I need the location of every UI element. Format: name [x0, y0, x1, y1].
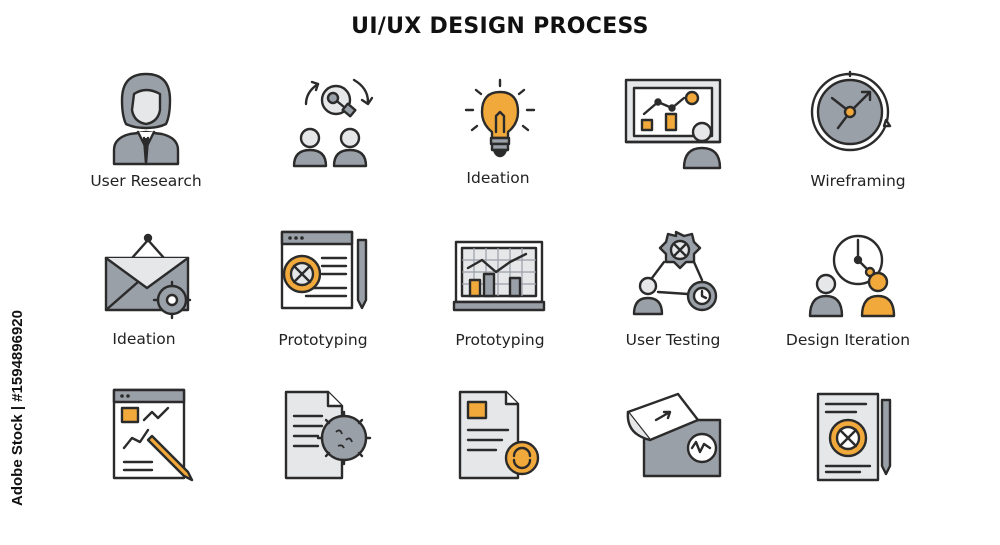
document-cancel-icon — [280, 230, 368, 310]
document-pen-icon — [816, 392, 892, 482]
wireframing-label: Wireframing — [810, 172, 906, 190]
svg-text:Adobe Stock | #1594896920: Adobe Stock | #1594896920 — [9, 310, 26, 506]
monitor-chart-icon — [452, 240, 546, 312]
page-title: UI/UX DESIGN PROCESS — [351, 14, 649, 39]
prototyping-monitor-label: Prototyping — [455, 331, 545, 349]
document-refresh-icon — [458, 390, 540, 480]
compass-clock-icon — [810, 70, 892, 152]
browser-sketch-icon — [112, 388, 194, 482]
hanging-envelope-icon — [104, 233, 192, 320]
document-gear-icon — [284, 390, 372, 480]
ideation-envelope-label: Ideation — [112, 330, 176, 348]
sync-users-icon — [292, 78, 374, 168]
users-clock-icon — [808, 234, 896, 318]
stock-watermark: Adobe Stock | #1594896920 — [9, 310, 26, 506]
folder-graph-icon — [626, 392, 722, 478]
user-avatar-icon — [112, 72, 180, 166]
lightbulb-icon — [464, 78, 536, 158]
ideation-bulb-label: Ideation — [466, 169, 530, 187]
testing-network-icon — [632, 230, 718, 316]
user-research-label: User Research — [90, 172, 202, 190]
analytics-presentation-icon — [624, 78, 722, 170]
user-testing-label: User Testing — [625, 331, 721, 349]
design-iteration-label: Design Iteration — [785, 331, 911, 349]
prototyping-document-label: Prototyping — [278, 331, 368, 349]
